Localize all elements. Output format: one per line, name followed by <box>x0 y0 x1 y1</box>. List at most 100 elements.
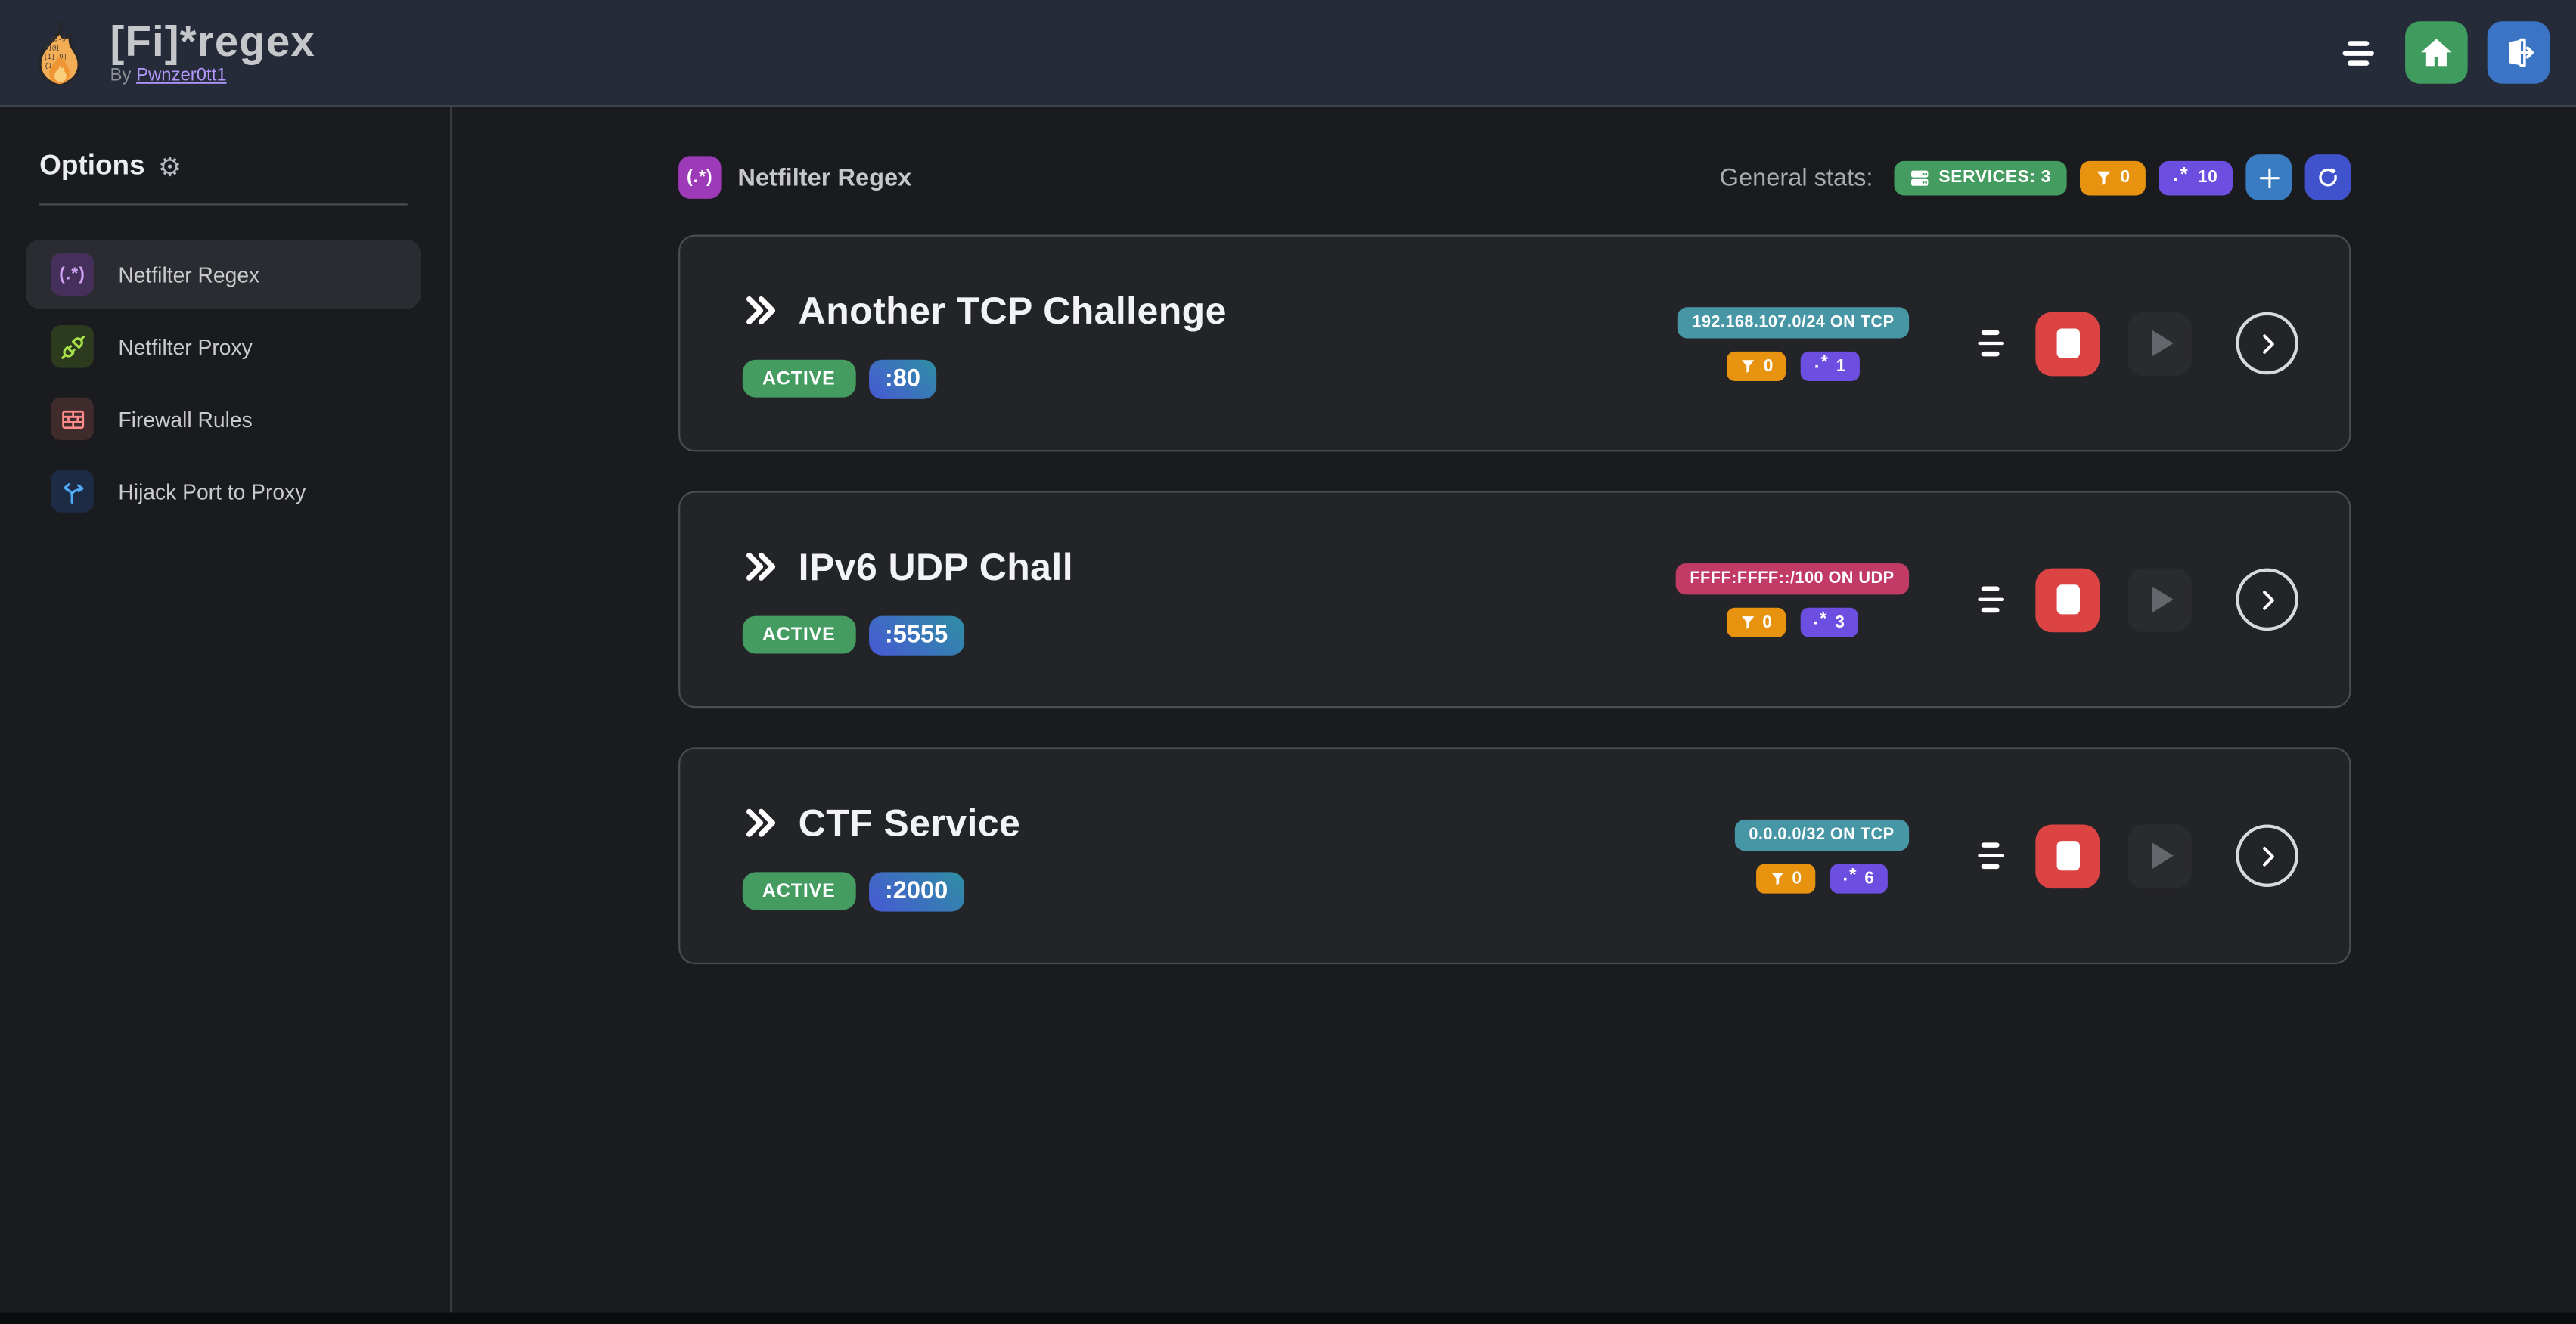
open-service-button[interactable] <box>2236 824 2298 887</box>
author-link[interactable]: Pwnzer0tt1 <box>136 65 227 85</box>
status-badge: ACTIVE <box>742 615 855 654</box>
regex-count-badge: .* 6 <box>1829 863 1888 893</box>
sidebar-item-netfilter-regex[interactable]: (.*) Netfilter Regex <box>26 240 421 309</box>
chevron-right-icon <box>2253 842 2281 870</box>
play-icon <box>2152 330 2174 357</box>
refresh-icon <box>2315 164 2342 191</box>
service-menu-icon[interactable] <box>1976 330 2004 356</box>
regex-count-badge: .* 3 <box>1799 606 1858 637</box>
play-icon <box>2152 842 2174 870</box>
filter-count-badge: 0 <box>1755 863 1815 893</box>
service-card: Another TCP Challenge ACTIVE :80 192.168… <box>678 234 2351 452</box>
regex-icon: (.*) <box>678 156 722 199</box>
server-icon <box>1909 166 1930 188</box>
stop-service-button[interactable] <box>2035 823 2100 888</box>
service-card: CTF Service ACTIVE :2000 0.0.0.0/32 ON T… <box>678 747 2351 965</box>
service-list: Another TCP Challenge ACTIVE :80 192.168… <box>678 234 2351 965</box>
regex-dotstar-icon: .* <box>2173 163 2190 186</box>
sidebar-item-firewall-rules[interactable]: Firewall Rules <box>26 384 421 453</box>
sidebar-heading: Options ⚙ <box>39 149 182 182</box>
logout-icon <box>2500 35 2537 71</box>
start-service-button[interactable] <box>2127 311 2192 376</box>
topbar: -z0-9 0}@[ {1}-9] {1 z] [Fi]*regex By Pw… <box>0 0 2576 107</box>
chevrons-right-icon <box>741 805 777 841</box>
section-title: Netfilter Regex <box>737 163 912 192</box>
open-service-button[interactable] <box>2236 568 2298 631</box>
status-badge: ACTIVE <box>742 359 855 398</box>
stop-icon <box>2056 841 2079 871</box>
service-name: IPv6 UDP Chall <box>798 544 1074 588</box>
cidr-badge: 0.0.0.0/32 ON TCP <box>1733 818 1910 851</box>
split-arrows-icon <box>51 470 94 513</box>
sidebar: Options ⚙ (.*) Netfilter Regex Netfilter… <box>0 107 452 1313</box>
regex-dotstar-icon: .* <box>1842 865 1858 885</box>
stop-icon <box>2056 328 2079 358</box>
sidebar-divider <box>39 203 408 206</box>
refresh-button[interactable] <box>2304 154 2351 201</box>
home-icon <box>2418 35 2454 71</box>
service-menu-icon[interactable] <box>1976 587 2004 612</box>
brand: [Fi]*regex By Pwnzer0tt1 <box>110 19 315 85</box>
port-badge: :80 <box>868 358 937 398</box>
play-icon <box>2152 586 2174 613</box>
port-badge: :2000 <box>868 871 964 911</box>
svg-text:{1}-9]: {1}-9] <box>44 54 67 61</box>
firegex-flame-logo: -z0-9 0}@[ {1}-9] {1 z] <box>26 17 92 89</box>
funnel-icon <box>2094 169 2112 187</box>
home-button[interactable] <box>2405 21 2468 84</box>
service-controls: 192.168.107.0/24 ON TCP 0 .* 1 <box>1677 306 2298 380</box>
service-controls: FFFF:FFFF::/100 ON UDP 0 .* 3 <box>1674 562 2298 637</box>
sidebar-item-hijack-port-to-proxy[interactable]: Hijack Port to Proxy <box>26 457 421 526</box>
stop-service-button[interactable] <box>2035 311 2100 376</box>
start-service-button[interactable] <box>2127 823 2192 888</box>
general-stats: General stats: SERVICES: 3 <box>1720 154 2351 201</box>
svg-text:0}@[: 0}@[ <box>45 45 61 52</box>
open-service-button[interactable] <box>2236 312 2298 375</box>
funnel-icon <box>1769 870 1786 886</box>
cidr-badge: FFFF:FFFF::/100 ON UDP <box>1674 562 1910 594</box>
stop-service-button[interactable] <box>2035 567 2100 632</box>
network-info: 192.168.107.0/24 ON TCP 0 .* 1 <box>1677 306 1910 380</box>
filter-count-badge: 0 <box>1726 606 1786 637</box>
service-info: IPv6 UDP Chall ACTIVE :5555 <box>741 544 1073 655</box>
regex-count-badge: .* 1 <box>1801 350 1859 380</box>
app-byline: By Pwnzer0tt1 <box>110 65 227 85</box>
service-name: CTF Service <box>798 800 1021 844</box>
plus-icon <box>2255 163 2283 191</box>
start-service-button[interactable] <box>2127 567 2192 632</box>
sidebar-item-netfilter-proxy[interactable]: Netfilter Proxy <box>26 312 421 381</box>
section-header: (.*) Netfilter Regex General stats: <box>678 154 2351 201</box>
cidr-badge: 192.168.107.0/24 ON TCP <box>1677 306 1910 338</box>
plug-icon <box>51 325 94 368</box>
add-service-button[interactable] <box>2245 154 2292 201</box>
chevron-right-icon <box>2253 330 2281 358</box>
service-menu-icon[interactable] <box>1976 842 2004 869</box>
service-card: IPv6 UDP Chall ACTIVE :5555 FFFF:FFFF::/… <box>678 491 2351 709</box>
chevron-right-icon <box>2253 585 2281 613</box>
topbar-actions <box>2339 21 2550 84</box>
brick-wall-icon <box>51 397 94 441</box>
stop-icon <box>2056 584 2079 615</box>
regex-total-badge: .* 10 <box>2158 160 2233 195</box>
menu-icon[interactable] <box>2339 40 2376 65</box>
service-info: CTF Service ACTIVE :2000 <box>741 801 1021 911</box>
regex-dotstar-icon: .* <box>1813 609 1829 629</box>
network-info: 0.0.0.0/32 ON TCP 0 .* 6 <box>1733 818 1910 893</box>
regex-icon: (.*) <box>51 253 94 296</box>
svg-text:-z0-9: -z0-9 <box>46 36 66 43</box>
funnel-icon <box>1740 357 1757 374</box>
filter-count-badge: 0 <box>1727 350 1786 380</box>
service-info: Another TCP Challenge ACTIVE :80 <box>741 288 1227 398</box>
service-controls: 0.0.0.0/32 ON TCP 0 .* 6 <box>1733 818 2298 893</box>
window-bottom-edge <box>0 1312 2576 1324</box>
main-content: (.*) Netfilter Regex General stats: <box>454 107 2576 1312</box>
regex-dotstar-icon: .* <box>1814 353 1830 374</box>
port-badge: :5555 <box>868 615 964 655</box>
network-info: FFFF:FFFF::/100 ON UDP 0 .* 3 <box>1674 562 1910 637</box>
filter-total-badge: 0 <box>2079 160 2146 195</box>
sidebar-nav: (.*) Netfilter Regex Netfilter Proxy <box>26 240 421 526</box>
services-count-badge: SERVICES: 3 <box>1894 160 2066 195</box>
logout-button[interactable] <box>2487 21 2550 84</box>
chevrons-right-icon <box>741 293 777 329</box>
